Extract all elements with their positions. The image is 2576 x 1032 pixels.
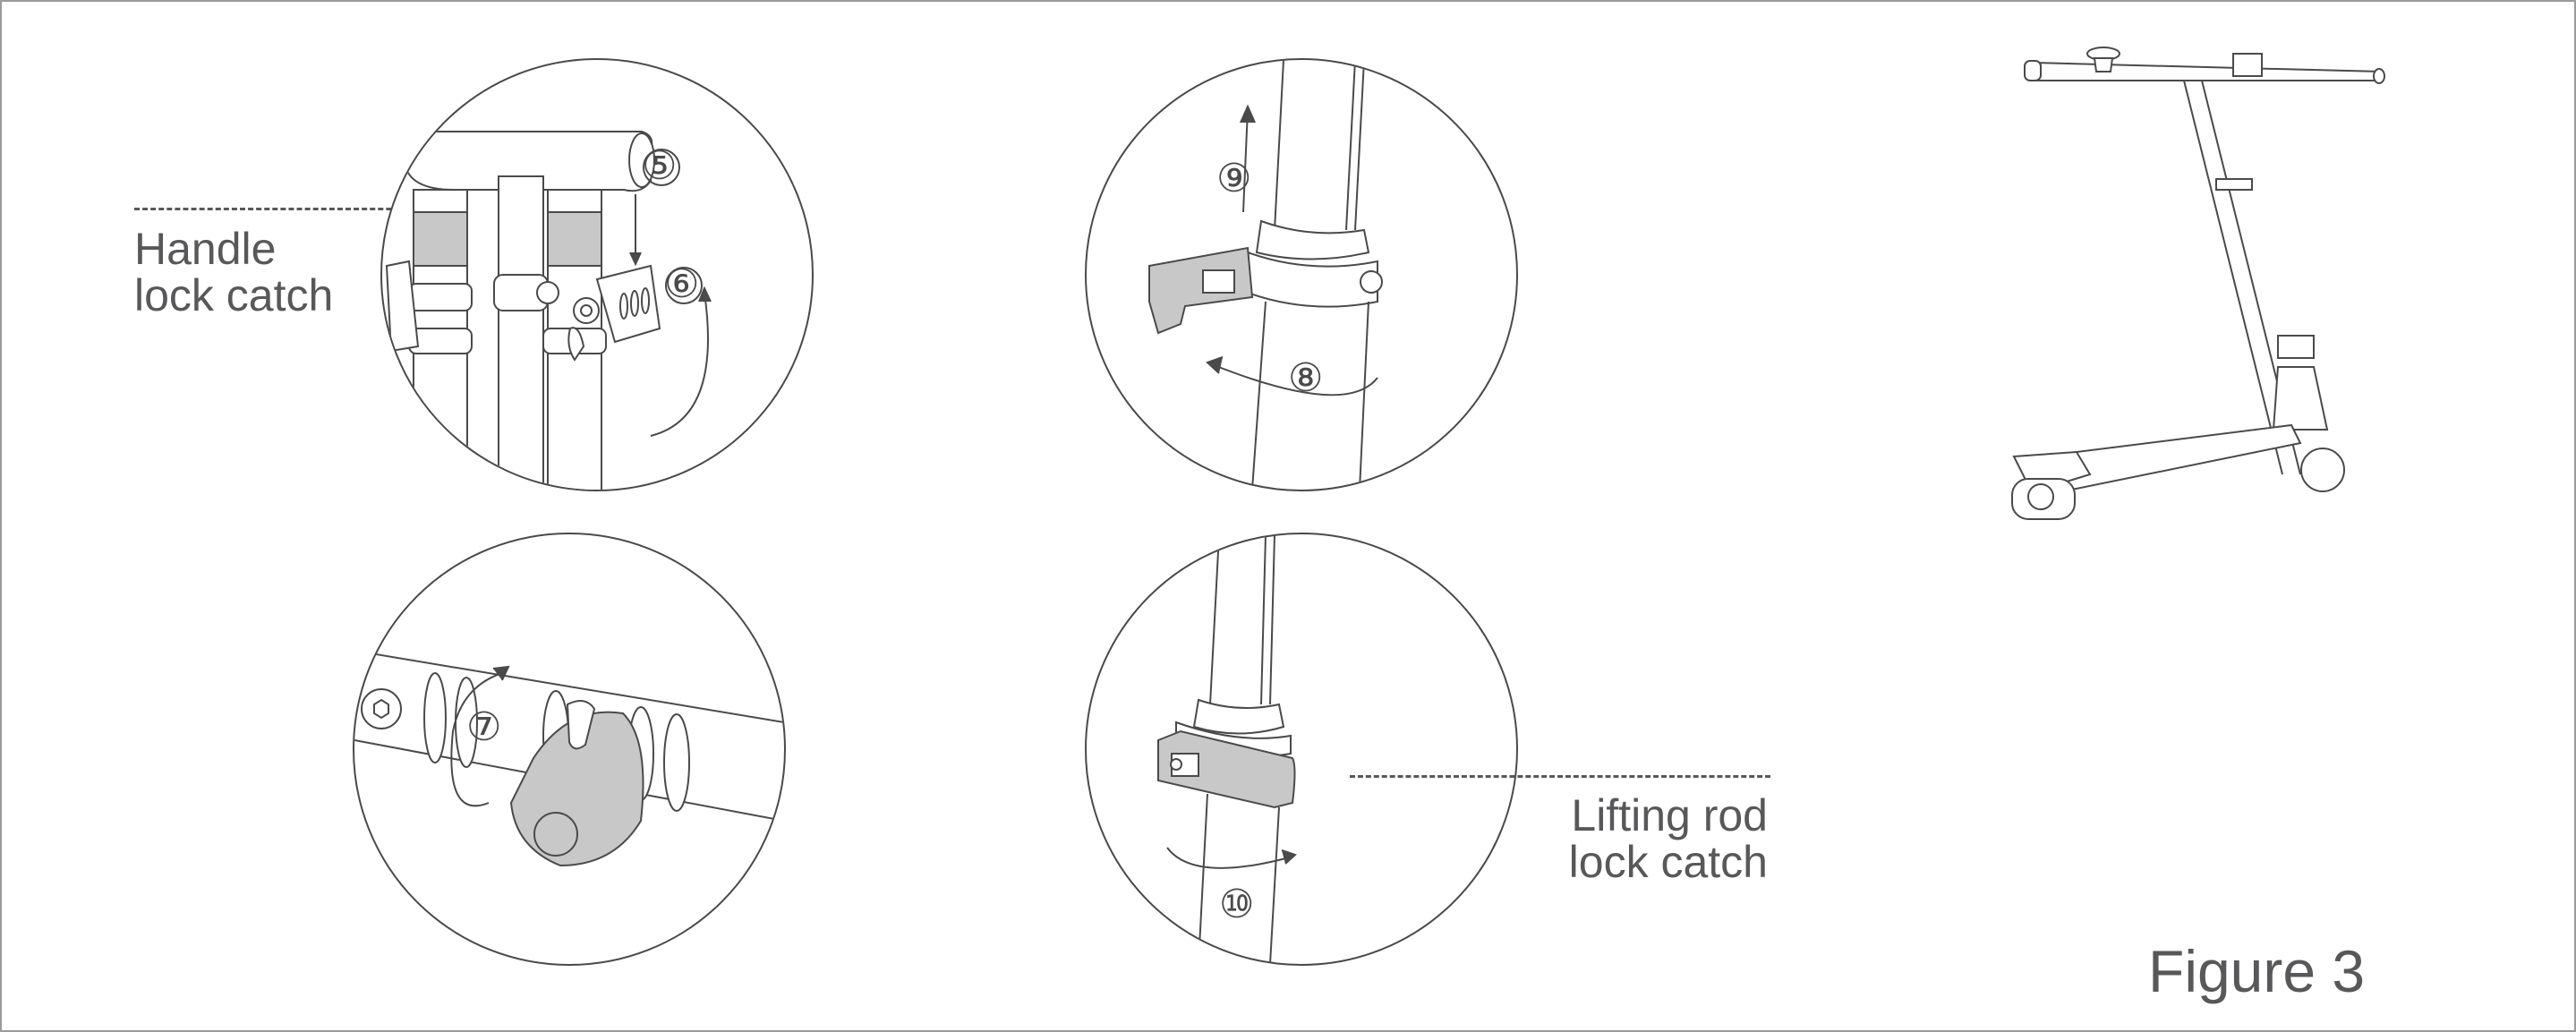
clamp-close-detail-circle: ⑩	[1085, 533, 1518, 966]
clamp-open-drawing	[1148, 60, 1383, 490]
curved-arrow-icon	[450, 672, 503, 807]
bell-detail-circle: ⑦	[353, 533, 786, 966]
clamp-close-drawing	[1157, 534, 1297, 964]
step-5-badge: ⑤	[642, 143, 678, 189]
handle-label-line2: lock catch	[134, 270, 334, 320]
bell-detail-drawing	[354, 650, 784, 867]
lifting-rod-lock-catch-label: Lifting rod lock catch	[1522, 792, 1768, 885]
clamp-open-detail-circle: ⑨ ⑧	[1085, 58, 1518, 491]
step-9-badge: ⑨	[1216, 156, 1252, 201]
arrow-up-icon	[1242, 108, 1249, 213]
handle-lock-catch-label: Handle lock catch	[134, 226, 333, 319]
curved-arrow-icon	[650, 292, 709, 437]
curved-arrow-icon	[1211, 363, 1378, 397]
lifting-rod-label-line1: Lifting rod	[1571, 790, 1768, 840]
step-7-badge: ⑦	[466, 704, 502, 750]
step-10-badge: ⑩	[1219, 882, 1255, 927]
scooter-illustration	[2011, 47, 2385, 520]
step-8-badge: ⑧	[1288, 355, 1324, 401]
handle-detail-drawing	[385, 131, 712, 490]
handle-label-line1: Handle	[134, 224, 277, 274]
figure-title: Figure 3	[2148, 938, 2366, 1004]
lifting-rod-label-line2: lock catch	[1568, 837, 1768, 887]
handle-callout-line	[134, 208, 456, 210]
lifting-rod-callout-line	[1350, 775, 1770, 778]
step-6-badge: ⑥	[664, 261, 700, 307]
curved-arrow-icon	[1166, 847, 1293, 869]
handle-detail-circle: ⑤ ⑥	[380, 58, 814, 491]
